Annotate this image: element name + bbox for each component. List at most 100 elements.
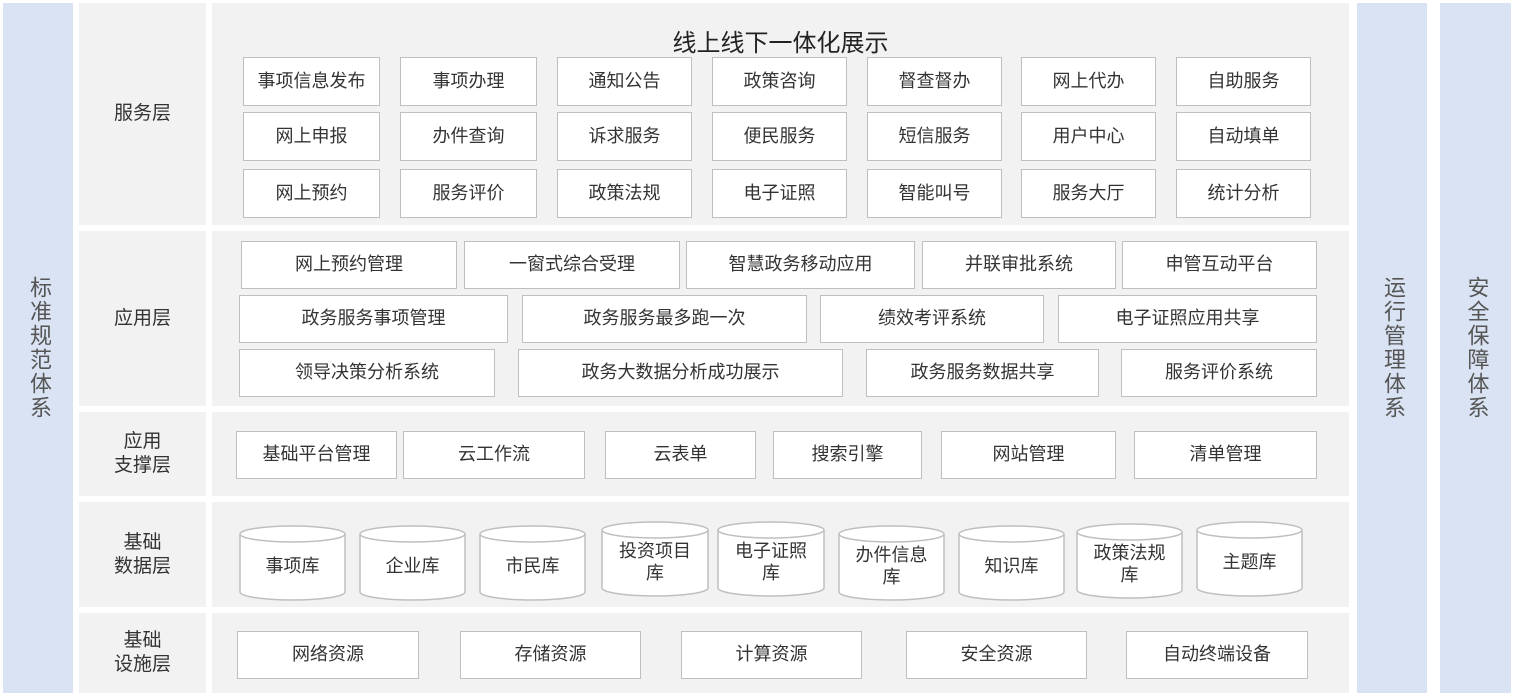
service-item: 服务评价 (400, 169, 537, 218)
application-item: 一窗式综合受理 (464, 241, 680, 289)
service-item: 政策法规 (557, 169, 692, 218)
database-cylinder-icon (717, 521, 825, 597)
database-label-line: 投资项目 (619, 540, 691, 562)
data-layer-label-line2: 数据层 (113, 554, 171, 577)
service-item: 服务大厅 (1021, 169, 1156, 218)
infra-item: 网络资源 (237, 631, 419, 679)
database-cylinder-icon (479, 525, 586, 601)
infra-layer-label-line1: 基础 (123, 629, 162, 652)
database-cylinder: 企业库 (359, 525, 466, 601)
application-layer-label: 应用层 (79, 231, 206, 406)
support-item: 基础平台管理 (236, 431, 397, 479)
service-item: 事项办理 (400, 57, 537, 106)
database-label: 主题库 (1196, 534, 1303, 592)
database-label-line: 知识库 (984, 555, 1039, 577)
service-item: 便民服务 (712, 112, 847, 161)
standards-system-label: 标准规范体系 (26, 276, 51, 420)
database-cylinder-icon (838, 525, 945, 601)
database-label-line: 库 (882, 567, 901, 588)
support-item: 云表单 (605, 431, 756, 479)
support-layer-label-line2: 支撑层 (113, 454, 171, 476)
service-item: 督查督办 (867, 57, 1002, 106)
database-label-line: 主题库 (1222, 551, 1277, 573)
database-cylinder: 政策法规库 (1076, 523, 1183, 599)
database-label: 政策法规库 (1076, 536, 1183, 594)
security-assurance-column: 安全保障体系 (1440, 3, 1511, 693)
database-label: 办件信息库 (838, 538, 945, 596)
service-item: 统计分析 (1176, 169, 1311, 218)
database-cylinder: 主题库 (1196, 521, 1303, 597)
service-item: 智能叫号 (867, 169, 1002, 218)
database-cylinder-icon (958, 525, 1065, 601)
security-assurance-label: 安全保障体系 (1463, 276, 1489, 420)
application-item: 政务服务最多跑一次 (522, 295, 807, 343)
infra-layer-label: 基础 设施层 (79, 613, 206, 693)
database-label-line: 企业库 (385, 555, 440, 577)
database-label-line: 库 (646, 563, 664, 584)
service-item: 事项信息发布 (243, 57, 380, 106)
service-item: 用户中心 (1021, 112, 1156, 161)
operation-management-label: 运行管理体系 (1380, 276, 1405, 420)
service-item: 办件查询 (400, 112, 537, 161)
database-label-line: 事项库 (265, 555, 320, 577)
database-label: 投资项目库 (601, 534, 709, 592)
application-layer-label-text: 应用层 (113, 306, 171, 329)
operation-management-column: 运行管理体系 (1357, 3, 1427, 693)
database-label-line: 库 (762, 563, 780, 584)
support-layer-label-line1: 应用 (123, 430, 162, 453)
database-label: 企业库 (359, 538, 466, 596)
application-item: 申管互动平台 (1122, 241, 1317, 289)
service-layer-label-text: 服务层 (113, 102, 171, 125)
service-item: 短信服务 (867, 112, 1002, 161)
database-label-line: 电子证照 (735, 540, 807, 562)
application-item: 绩效考评系统 (820, 295, 1044, 343)
standards-system-column: 标准规范体系 (3, 3, 73, 693)
service-item: 自动填单 (1176, 112, 1311, 161)
database-label-line: 办件信息 (855, 544, 928, 566)
database-label: 电子证照库 (717, 534, 825, 592)
infra-item: 计算资源 (681, 631, 862, 679)
database-label-line: 库 (1120, 565, 1139, 586)
database-cylinder: 知识库 (958, 525, 1065, 601)
infra-item: 存储资源 (460, 631, 641, 679)
data-layer-label: 基础 数据层 (79, 502, 206, 607)
database-cylinder-icon (239, 525, 346, 601)
service-item: 网上代办 (1021, 57, 1156, 106)
application-item: 政务服务事项管理 (239, 295, 508, 343)
database-cylinder: 电子证照库 (717, 521, 825, 597)
service-item: 政策咨询 (712, 57, 847, 106)
database-label-line: 市民库 (505, 555, 560, 577)
application-item: 政务大数据分析成功展示 (518, 349, 843, 397)
infra-layer-label-line2: 设施层 (113, 653, 171, 675)
support-item: 网站管理 (941, 431, 1116, 479)
service-item: 通知公告 (557, 57, 692, 106)
service-item: 网上预约 (243, 169, 380, 218)
support-item: 搜索引擎 (773, 431, 922, 479)
database-cylinder: 事项库 (239, 525, 346, 601)
application-item: 网上预约管理 (241, 241, 457, 289)
database-cylinder-icon (1076, 523, 1183, 599)
service-item: 诉求服务 (557, 112, 692, 161)
support-item: 清单管理 (1134, 431, 1317, 479)
database-label: 知识库 (958, 538, 1065, 596)
database-cylinder: 投资项目库 (601, 521, 709, 597)
database-label: 市民库 (479, 538, 586, 596)
service-item: 自助服务 (1176, 57, 1311, 106)
database-label: 事项库 (239, 538, 346, 596)
application-item: 并联审批系统 (922, 241, 1116, 289)
application-item: 服务评价系统 (1121, 349, 1317, 397)
data-layer-label-line1: 基础 (123, 530, 162, 553)
database-cylinder-icon (1196, 521, 1303, 597)
infra-item: 安全资源 (906, 631, 1087, 679)
service-layer-title: 线上线下一体化展示 (672, 29, 889, 57)
application-item: 电子证照应用共享 (1058, 295, 1317, 343)
support-layer-label: 应用 支撑层 (79, 412, 206, 496)
database-cylinder-icon (359, 525, 466, 601)
support-item: 云工作流 (403, 431, 585, 479)
application-item: 领导决策分析系统 (239, 349, 495, 397)
database-label-line: 政策法规 (1093, 542, 1166, 564)
database-cylinder-icon (601, 521, 709, 597)
database-cylinder: 市民库 (479, 525, 586, 601)
service-item: 网上申报 (243, 112, 380, 161)
application-item: 政务服务数据共享 (866, 349, 1099, 397)
